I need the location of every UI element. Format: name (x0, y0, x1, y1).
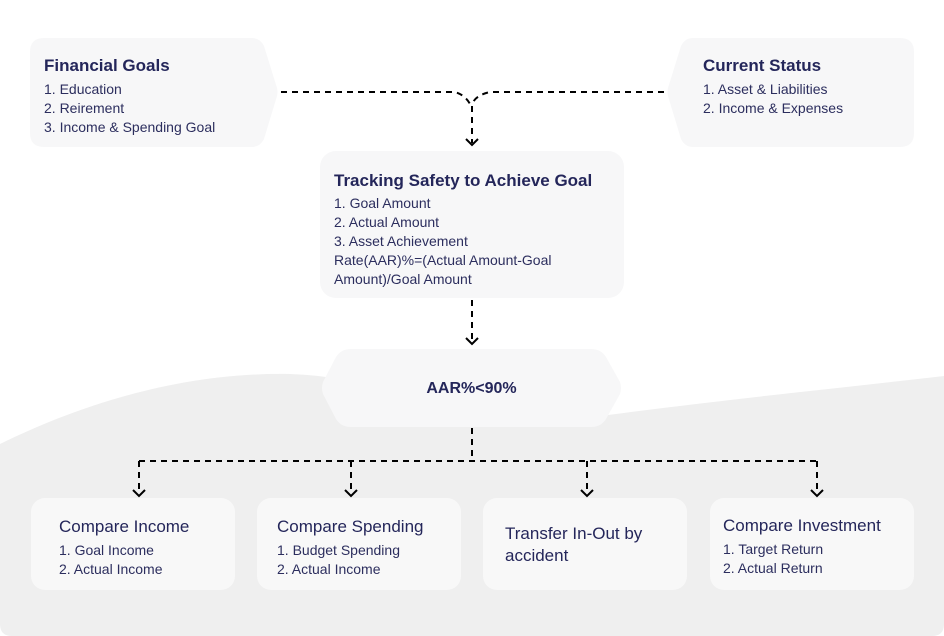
compare-income-node: Compare Income 1. Goal Income 2. Actual … (31, 498, 235, 590)
current-status-item: 1. Asset & Liabilities (703, 81, 828, 97)
transfer-title: Transfer In-Out by accident (505, 524, 643, 565)
tracking-item: 1. Goal Amount (334, 195, 431, 211)
current-status-title: Current Status (703, 56, 822, 75)
compare-income-item: 1. Goal Income (59, 542, 154, 558)
tracking-item: 2. Actual Amount (334, 214, 440, 230)
financial-goals-item: 2. Reirement (44, 100, 125, 116)
condition-shape (322, 349, 621, 427)
compare-investment-item: 1. Target Return (723, 541, 824, 557)
compare-income-title: Compare Income (59, 517, 190, 536)
compare-spending-item: 1. Budget Spending (277, 542, 400, 558)
financial-goals-title: Financial Goals (44, 56, 170, 75)
compare-spending-node: Compare Spending 1. Budget Spending 2. A… (257, 498, 461, 590)
compare-spending-title: Compare Spending (277, 517, 424, 536)
financial-goals-item: 3. Income & Spending Goal (44, 119, 216, 135)
financial-goals-item: 1. Education (44, 81, 122, 97)
compare-investment-title: Compare Investment (723, 516, 881, 535)
condition-node: AAR%<90% (321, 349, 622, 427)
current-status-item: 2. Income & Expenses (703, 100, 844, 116)
tracking-item: 3. Asset Achievement (334, 233, 468, 249)
compare-investment-node: Compare Investment 1. Target Return 2. A… (710, 498, 914, 590)
tracking-node: Tracking Safety to Achieve Goal 1. Goal … (320, 151, 624, 298)
financial-goals-node: Financial Goals 1. Education 2. Reiremen… (30, 38, 278, 147)
tracking-title: Tracking Safety to Achieve Goal (334, 171, 593, 190)
current-status-node: Current Status 1. Asset & Liabilities 2.… (667, 38, 914, 147)
compare-income-item: 2. Actual Income (59, 561, 163, 577)
financial-goals-shape (30, 38, 278, 147)
compare-investment-item: 2. Actual Return (723, 560, 823, 576)
condition-label: AAR%<90% (426, 380, 517, 397)
compare-spending-item: 2. Actual Income (277, 561, 381, 577)
tracking-formula: Amount)/Goal Amount (334, 271, 472, 287)
tracking-formula: Rate(AAR)%=(Actual Amount-Goal (334, 252, 552, 268)
transfer-node: Transfer In-Out by accident (483, 498, 687, 590)
current-status-shape (667, 38, 914, 147)
